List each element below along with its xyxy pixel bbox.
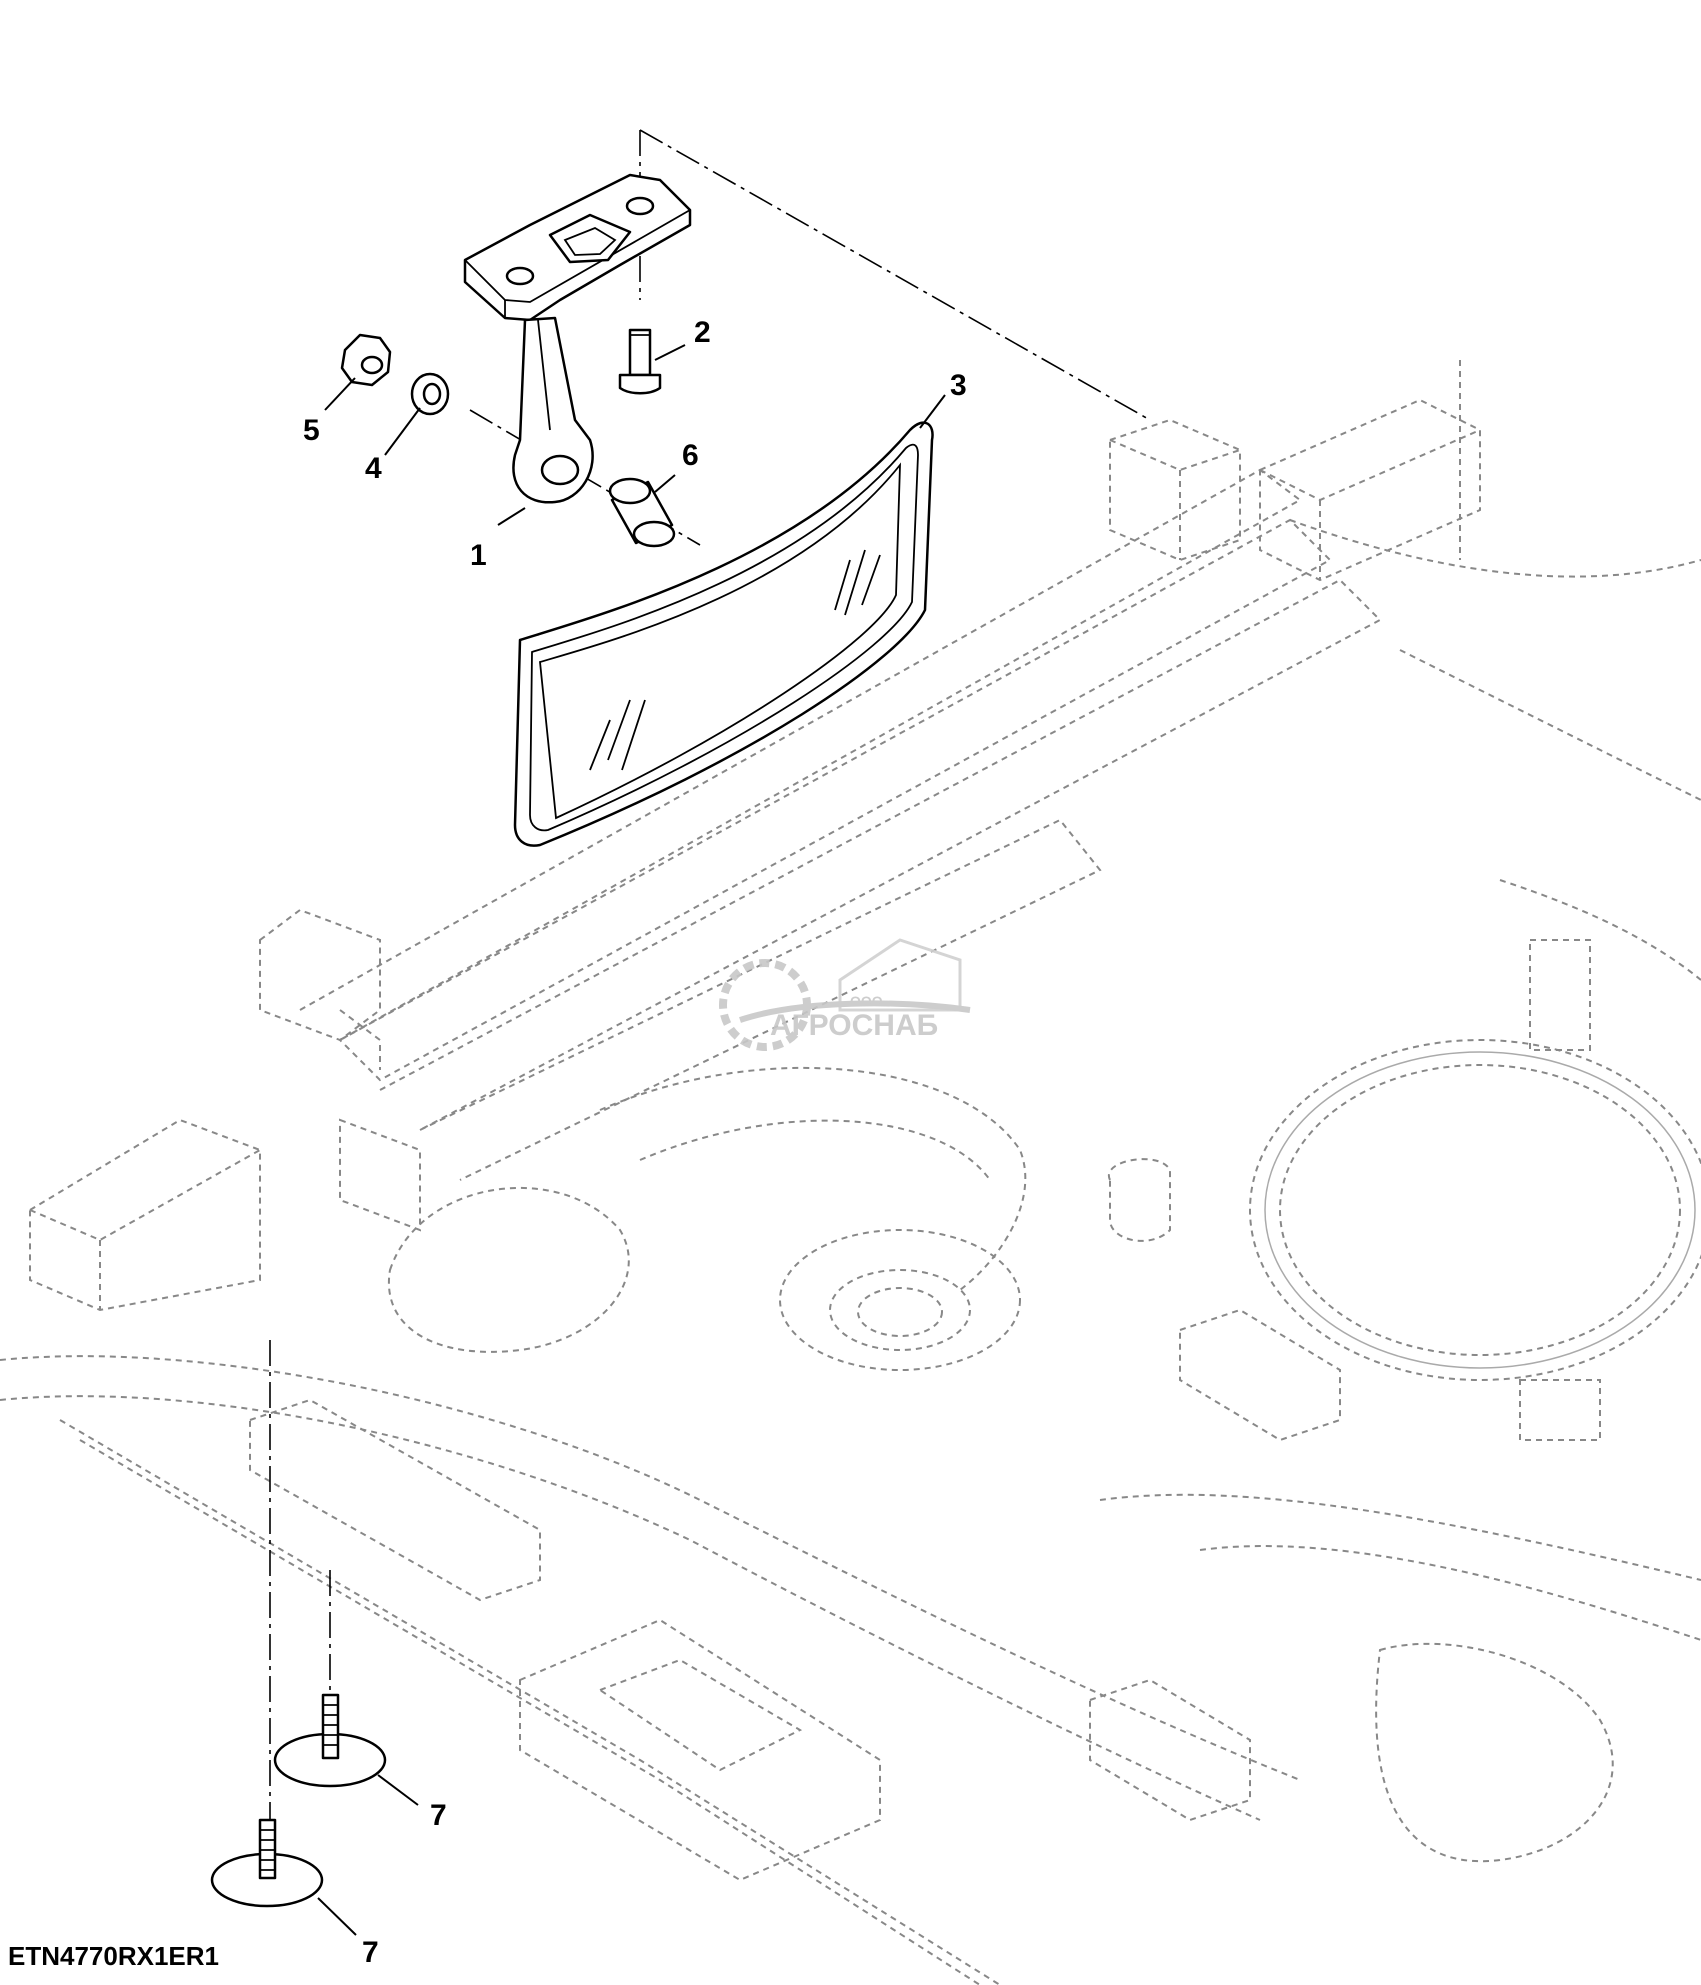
mounting-pin-lower	[210, 1818, 324, 1908]
watermark-logo: ООО АГРОСНАБ	[719, 938, 971, 1051]
callout-1: 1	[470, 539, 487, 572]
mounting-pin-upper	[273, 1693, 387, 1788]
callout-5: 5	[303, 414, 320, 447]
drawing-id: ETN4770RX1ER1	[8, 1941, 219, 1971]
hex-nut	[340, 333, 392, 387]
callout-7-upper: 7	[430, 1799, 447, 1832]
callout-labels: 1 2 3 4 5 6 7 7	[303, 316, 967, 1969]
watermark-prefix: ООО	[850, 993, 883, 1009]
callout-6: 6	[682, 439, 699, 472]
leader-lines	[317, 344, 946, 1936]
mirror	[513, 421, 934, 847]
watermark-name: АГРОСНАБ	[770, 1009, 938, 1042]
callout-2: 2	[694, 316, 711, 349]
spacer	[608, 477, 676, 548]
lock-washer	[410, 372, 450, 416]
callout-4: 4	[365, 452, 382, 485]
callout-7-lower: 7	[362, 1936, 379, 1969]
callout-3: 3	[950, 369, 967, 402]
assembly-centerlines	[269, 129, 1151, 1830]
cap-screw	[618, 328, 662, 395]
ghosted-machine-body	[0, 360, 1701, 1985]
mirror-bracket	[463, 173, 692, 504]
